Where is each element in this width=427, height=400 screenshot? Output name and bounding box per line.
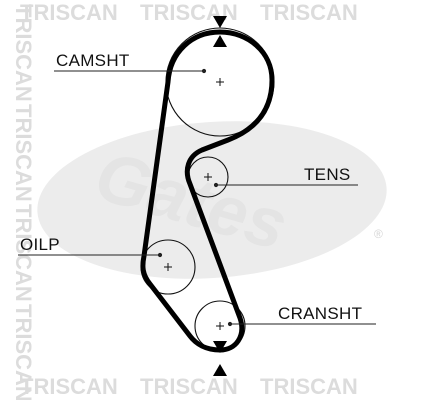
watermark: TRISCAN TRISCAN TRISCAN TRISCAN TRISCAN … [11, 0, 387, 400]
watermark-row-bottom: TRISCAN [20, 374, 118, 399]
watermark-column-3: TRISCAN [11, 204, 36, 302]
tensioner-leader-dot [213, 182, 219, 188]
timing-belt [140, 29, 275, 353]
camshaft-leader-dot [201, 68, 207, 74]
component-labels: CAMSHT TENS OILP CRANSHT [20, 51, 362, 323]
watermark-row-bottom-3: TRISCAN [260, 374, 358, 399]
oil-pump-center-mark [164, 263, 172, 271]
crankshaft-leader-dot [227, 321, 233, 327]
timing-marks [213, 16, 227, 376]
camshaft-label: CAMSHT [56, 51, 130, 70]
watermark-column-4: TRISCAN [11, 304, 36, 400]
leader-lines [18, 68, 376, 327]
crankshaft-center-mark [216, 322, 224, 330]
crankshaft-timing-mark-top [213, 341, 227, 353]
camshaft-center-mark [216, 78, 224, 86]
watermark-columns: TRISCAN TRISCAN TRISCAN TRISCAN TRISCAN … [11, 0, 358, 400]
watermark-column-1: TRISCAN [11, 4, 36, 102]
tensioner-label: TENS [304, 165, 351, 184]
pulley-centers [164, 78, 224, 330]
watermark-row-top: TRISCAN [20, 0, 118, 25]
oil-pump-label: OILP [20, 235, 60, 254]
watermark-row-bottom-2: TRISCAN [140, 374, 238, 399]
watermark-column-2: TRISCAN [11, 104, 36, 202]
crankshaft-label: CRANSHT [278, 304, 362, 323]
camshaft-timing-mark-bottom [213, 35, 227, 47]
oil-pump-leader-dot [157, 252, 163, 258]
tensioner-center-mark [204, 173, 212, 181]
crankshaft-timing-mark-bottom [213, 364, 227, 376]
watermark-registered-mark: ® [374, 227, 383, 241]
camshaft-timing-mark-top [213, 16, 227, 28]
watermark-row-top-3: TRISCAN [260, 0, 358, 25]
watermark-logo-ellipse [37, 121, 387, 279]
